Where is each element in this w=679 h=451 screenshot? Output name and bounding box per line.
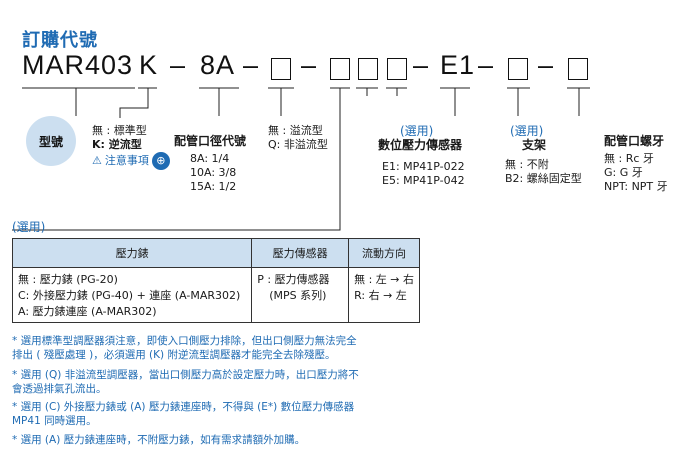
bracket-none: 無 : 不附: [505, 158, 549, 171]
sensor-optional: (選用): [400, 124, 434, 138]
model-box-relief: [271, 58, 291, 80]
model-type-circle: 型號: [26, 116, 76, 166]
flow-none: 無 : 左 → 右: [354, 273, 414, 286]
link-icon: ⊕: [151, 152, 170, 170]
table-header-row: 壓力錶 壓力傳感器 流動方向: [11, 238, 420, 268]
model-prefix: MAR403: [22, 50, 134, 80]
model-box-thread: [568, 58, 588, 80]
port-8a: 8A: 1/4: [190, 152, 230, 165]
bracket-optional: (選用): [510, 124, 544, 138]
relief-non: Q: 非溢流型: [268, 138, 328, 151]
model-box-sensor: [358, 58, 378, 80]
model-dash-4: –: [413, 50, 430, 80]
type-standard: 無 : 標準型: [92, 124, 147, 137]
note-line: * 選用 (C) 外接壓力錶或 (A) 壓力錶連座時，不得與 (E*) 數位壓力…: [12, 401, 355, 413]
header-sensor: 壓力傳感器: [251, 238, 350, 268]
gauge-options: 無 : 壓力錶 (PG-20) C: 外接壓力錶 (PG-40) + 連座 (A…: [11, 267, 253, 323]
sensor-title: 數位壓力傳感器: [378, 138, 463, 152]
note-line: * 選用 (Q) 非溢流型調壓器，當出口側壓力高於設定壓力時，出口壓力將不: [12, 369, 359, 381]
table-optional: (選用): [12, 220, 46, 234]
header-flow: 流動方向: [348, 238, 420, 268]
bracket-title: 支架: [522, 138, 547, 152]
bracket-b2: B2: 螺絲固定型: [505, 172, 582, 185]
model-e1: E1: [440, 50, 476, 80]
note-2: * 選用 (Q) 非溢流型調壓器，當出口側壓力高於設定壓力時，出口壓力將不 會透…: [12, 368, 359, 396]
sensor-options: E1: MP41P-022 E5: MP41P-042: [382, 160, 465, 188]
options-table: 壓力錶 壓力傳感器 流動方向 無 : 壓力錶 (PG-20) C: 外接壓力錶 …: [11, 238, 420, 323]
note-4: * 選用 (A) 壓力錶連座時，不附壓力錶，如有需求請額外加購。: [12, 433, 305, 447]
sensor-p: P : 壓力傳感器: [257, 273, 330, 286]
flow-cell: 無 : 左 → 右 R: 右 → 左: [348, 267, 420, 323]
sensor-cell: P : 壓力傳感器 (MPS 系列): [251, 267, 350, 323]
bracket-options: 無 : 不附 B2: 螺絲固定型: [505, 158, 582, 186]
model-dash-3: –: [301, 50, 318, 80]
gauge-none: 無 : 壓力錶 (PG-20): [18, 273, 118, 286]
note-1: * 選用標準型調壓器須注意，即使入口側壓力排除，但出口側壓力無法完全 排出 ( …: [12, 334, 357, 362]
flow-r: R: 右 → 左: [354, 289, 407, 302]
relief-standard: 無 : 溢流型: [268, 124, 323, 137]
caution-label: 注意事項: [104, 154, 149, 167]
sensor-e1: E1: MP41P-022: [382, 160, 465, 173]
thread-g: G: G 牙: [604, 166, 643, 179]
note-line: * 選用標準型調壓器須注意，即使入口側壓力排除，但出口側壓力無法完全: [12, 335, 357, 347]
note-line: 會透過排氣孔流出。: [12, 383, 107, 395]
model-box-bracket: [508, 58, 528, 80]
type-reverse: K: 逆流型: [92, 138, 142, 151]
model-type-label: 型號: [38, 134, 63, 149]
caution-link[interactable]: ⚠ 注意事項 ⊕: [92, 152, 170, 170]
model-box-flow: [387, 58, 407, 80]
note-line: MP41 同時選用。: [12, 415, 97, 427]
page-title: 訂購代號: [22, 30, 98, 51]
port-10a: 10A: 3/8: [190, 166, 237, 179]
model-dash-6: –: [538, 50, 555, 80]
header-gauge: 壓力錶: [11, 238, 253, 268]
type-options: 無 : 標準型 K: 逆流型 ⚠ 注意事項 ⊕: [92, 124, 170, 170]
thread-npt: NPT: NPT 牙: [604, 180, 668, 193]
port-15a: 15A: 1/2: [190, 180, 237, 193]
warning-icon: ⚠: [92, 154, 102, 167]
thread-title: 配管口螺牙: [604, 134, 665, 148]
model-port: 8A: [200, 50, 236, 80]
thread-options: 無 : Rc 牙 G: G 牙 NPT: NPT 牙: [604, 152, 668, 194]
gauge-a: A: 壓力錶連座 (A-MAR302): [18, 305, 157, 318]
relief-options: 無 : 溢流型 Q: 非溢流型: [268, 124, 328, 152]
thread-rc: 無 : Rc 牙: [604, 152, 654, 165]
model-dash-5: –: [478, 50, 495, 80]
port-title: 配管口徑代號: [174, 134, 247, 148]
model-dash-1: –: [170, 50, 187, 80]
sensor-series: (MPS 系列): [269, 289, 327, 302]
note-line: 排出 ( 殘壓處理 )，必須選用 (K) 附逆流型調壓器才能完全去除殘壓。: [12, 349, 336, 361]
table-row: 無 : 壓力錶 (PG-20) C: 外接壓力錶 (PG-40) + 連座 (A…: [11, 267, 420, 323]
note-3: * 選用 (C) 外接壓力錶或 (A) 壓力錶連座時，不得與 (E*) 數位壓力…: [12, 400, 354, 428]
model-dash-2: –: [243, 50, 260, 80]
sensor-e5: E5: MP41P-042: [382, 174, 465, 187]
gauge-c: C: 外接壓力錶 (PG-40) + 連座 (A-MAR302): [18, 289, 241, 302]
port-options: 8A: 1/4 10A: 3/8 15A: 1/2: [190, 152, 236, 194]
model-k: K: [139, 50, 159, 80]
note-line: * 選用 (A) 壓力錶連座時，不附壓力錶，如有需求請額外加購。: [12, 434, 306, 446]
model-box-gauge: [330, 58, 350, 80]
